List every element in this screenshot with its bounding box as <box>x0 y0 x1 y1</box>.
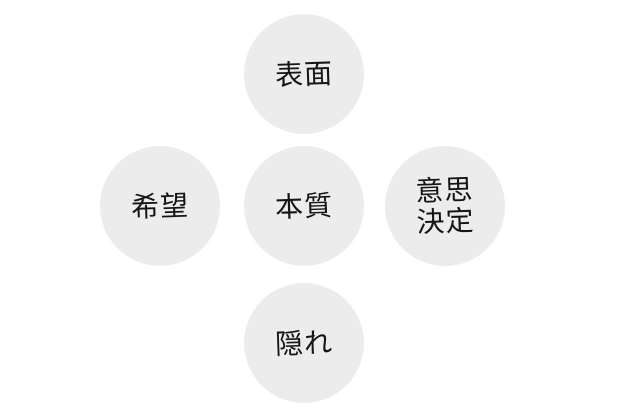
center-concept-label: 本質 <box>274 188 334 224</box>
bottom-concept-label: 隠れ <box>274 325 334 361</box>
right-concept-circle: 意思決定 <box>385 146 505 266</box>
top-concept-circle: 表面 <box>244 14 364 134</box>
left-concept-label: 希望 <box>130 188 190 224</box>
right-concept-label: 意思決定 <box>414 173 476 239</box>
center-concept-circle: 本質 <box>244 146 364 266</box>
left-concept-circle: 希望 <box>100 146 220 266</box>
top-concept-label: 表面 <box>274 56 334 92</box>
bottom-concept-circle: 隠れ <box>244 283 364 403</box>
